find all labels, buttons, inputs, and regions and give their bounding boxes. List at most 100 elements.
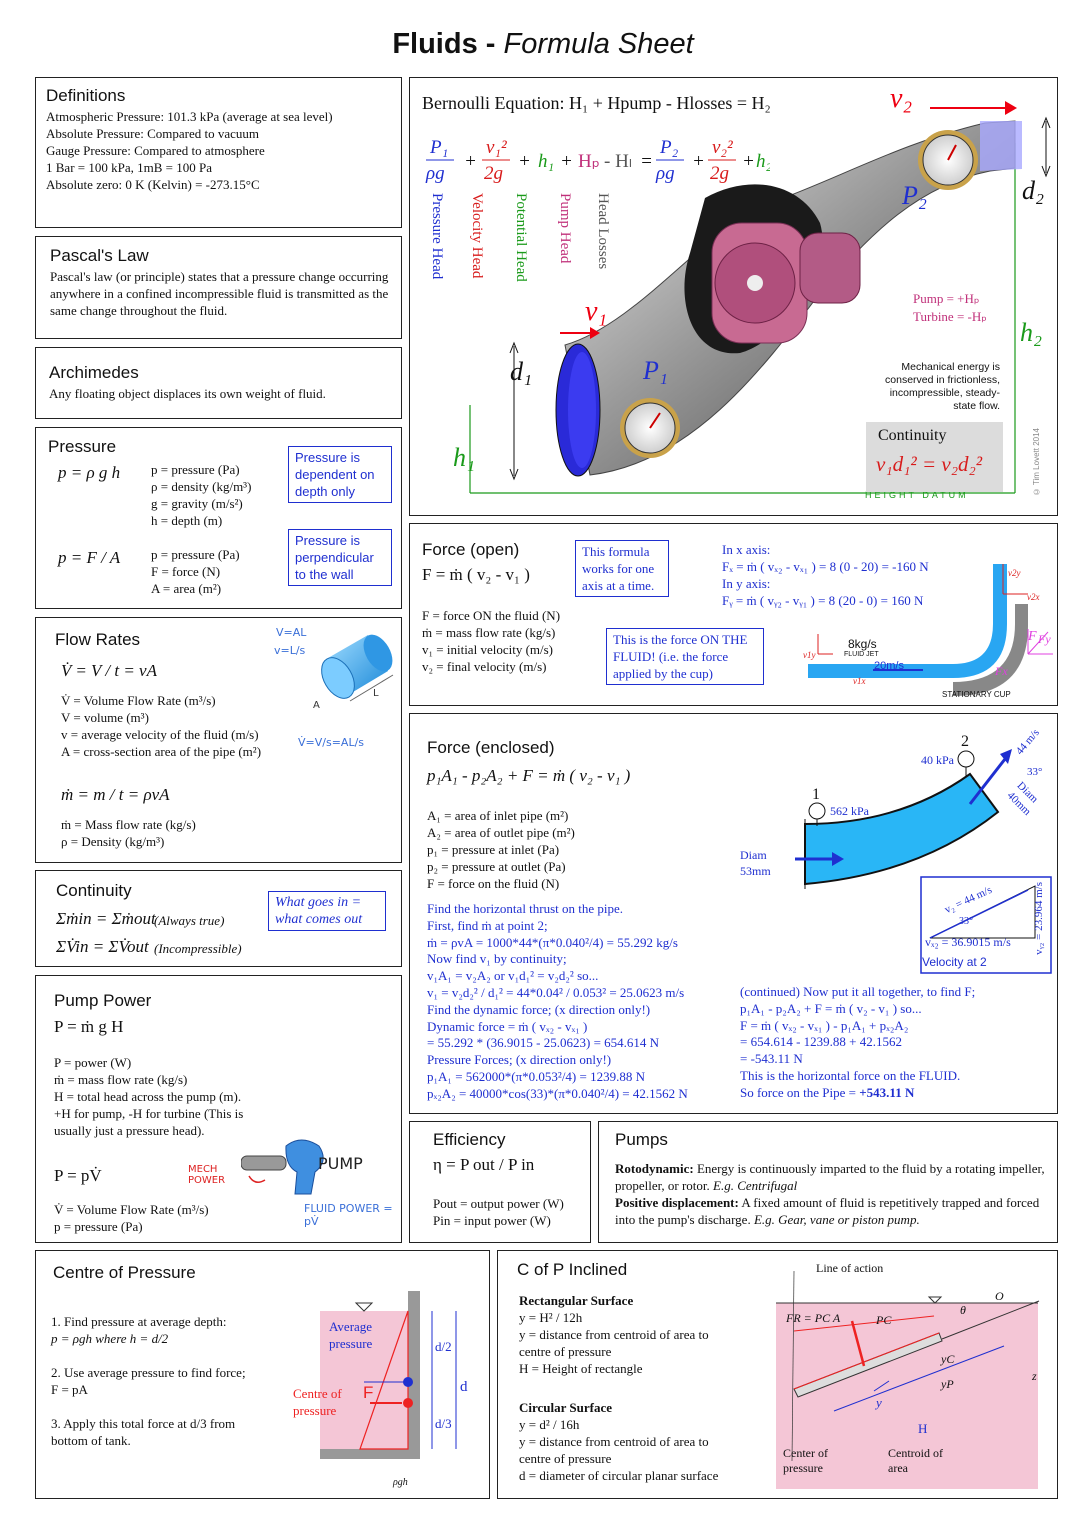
turbine-note: Turbine = -Hₚ (913, 309, 987, 324)
pump-power-eq2: P = pV̇ (54, 1166, 102, 1185)
work-line: Find the horizontal thrust on the pipe. (427, 901, 624, 916)
hand-fluid-power: FLUID POWER = pV̇ (304, 1202, 393, 1228)
continuity-panel-heading: Continuity (878, 427, 947, 444)
term-potential-head: Potential Head (512, 193, 529, 282)
pressure-note-perpendicular: Pressure is perpendicular to the wall (288, 529, 392, 586)
var-line: usually just a pressure head). (54, 1123, 205, 1138)
svg-text:P₂: P₂ (659, 137, 679, 158)
force-open-heading: Force (open) (422, 540, 520, 559)
var-line: v₁ = initial velocity (m/s) (422, 642, 554, 657)
definitions-heading: Definitions (46, 86, 126, 105)
var-line: v₂ = final velocity (m/s) (422, 659, 547, 674)
angle-label: 33° (1027, 766, 1043, 778)
term-head-losses: Head Losses (594, 193, 611, 269)
x-axis-eq: Fₓ = ṁ ( vₓ₂ - vₓ₁ ) = 8 (0 - 20) = -160… (722, 559, 929, 574)
work-line: F = ṁ ( vₓ₂ - vₓ₁ ) - p₁A₁ + pₓ₂A₂ (740, 1017, 909, 1033)
bernoulli-box: Bernoulli Equation: H₁ + Hpump - Hlosses… (409, 77, 1058, 516)
var-line: A₁ = area of inlet pipe (m²) (427, 808, 569, 823)
h-label: H (918, 1421, 928, 1436)
var-line: V = volume (m³) (61, 710, 149, 725)
var-line: P = power (W) (54, 1055, 132, 1070)
z-label: z (1032, 1369, 1037, 1383)
var-line: g = gravity (m/s²) (151, 496, 243, 511)
step-line: p = ρgh where h = d/2 (51, 1331, 169, 1346)
pressure-eq2-vars: p = pressure (Pa) F = force (N) A = area… (151, 546, 240, 597)
cup-label: STATIONARY CUP (942, 690, 1011, 699)
tri-vy: vᵧ₂ = 23.964 m/s (1033, 882, 1045, 955)
work-line: Find the dynamic force; (x direction onl… (427, 1001, 651, 1017)
work-line: So force on the Pipe = (740, 1084, 860, 1100)
centre-pressure-heading: Centre of Pressure (53, 1263, 196, 1282)
force-label: F (363, 1383, 374, 1402)
svg-text:v₂²: v₂² (712, 137, 733, 158)
hand-note-v-al: V=AL (276, 626, 307, 639)
circ-lines: y = d² / 16h y = distance from centroid … (519, 1416, 718, 1484)
work-line: p₁A₁ - p₂A₂ + F = ṁ ( v₂ - v₁ ) so... (740, 1000, 922, 1016)
var-line: p = pressure (Pa) (54, 1219, 143, 1234)
cyl-label-l: L (373, 688, 379, 699)
circ-line: d = diameter of circular planar surface (519, 1468, 719, 1483)
pump-note: Pump = +Hₚ (913, 291, 980, 306)
pump-power-eq1-vars: P = power (W) ṁ = mass flow rate (kg/s) … (54, 1054, 243, 1139)
var-line: F = force ON the fluid (N) (422, 608, 561, 623)
continuity-panel: Continuity v₁d₁² = v₂d₂² (866, 422, 1003, 492)
term-velocity-head: Velocity Head (468, 193, 485, 278)
tri-caption: Velocity at 2 (922, 955, 987, 969)
line-of-action-label: Line of action (816, 1261, 884, 1275)
work-line: (continued) Now put it all together, to … (740, 984, 976, 999)
var-line: p = pressure (Pa) (151, 547, 240, 562)
roto-title: Rotodynamic: (615, 1161, 694, 1176)
flow-eq2: ṁ = m / t = ρvA (61, 785, 170, 804)
pascal-text: Pascal's law (or principle) states that … (50, 269, 389, 318)
label-d2: d₂ (1022, 176, 1045, 205)
hand-note-vdot: V̇=V/s=AL/s (298, 736, 365, 749)
cop-point-label: Center of pressure (783, 1446, 828, 1475)
work-line: = 55.292 * (36.9015 - 25.0623) = 654.614… (427, 1035, 660, 1051)
flow-eq1: V̇ = V / t = vA (61, 661, 157, 680)
work-line: = -543.11 N (740, 1051, 803, 1067)
roto-text: Energy is continuously imparted to the f… (615, 1161, 1045, 1193)
continuity-box: Continuity Σṁin = Σṁout (Always true) ΣV… (35, 870, 402, 967)
efficiency-box: Efficiency η = P out / P in Pout = outpu… (409, 1121, 591, 1243)
circ-line: centre of pressure (519, 1451, 612, 1466)
worked-example-left: Find the horizontal thrust on the pipe. … (427, 901, 688, 1103)
centroid-label: Centroid of area (888, 1446, 943, 1475)
pd-title: Positive displacement: (615, 1195, 739, 1210)
svg-text:+: + (560, 151, 573, 172)
label-v1: v₁ (585, 296, 608, 327)
var-line: p₁ = pressure at inlet (Pa) (427, 842, 560, 857)
avg-pressure-label: Average pressure (329, 1319, 373, 1351)
hand-mech-power: MECH POWER (188, 1164, 226, 1186)
svg-text:- Hₗ: - Hₗ (604, 151, 632, 172)
definitions-list: Atmospheric Pressure: 101.3 kPa (average… (46, 108, 333, 193)
pump-power-heading: Pump Power (54, 991, 152, 1010)
step-line: F = pA (51, 1382, 88, 1397)
definition-line: Absolute Pressure: Compared to vacuum (46, 126, 260, 141)
force-enclosed-vars: A₁ = area of inlet pipe (m²) A₂ = area o… (427, 807, 575, 892)
flow-rates-heading: Flow Rates (55, 630, 141, 649)
definition-line: Absolute zero: 0 K (Kelvin) = -273.15°C (46, 177, 260, 192)
efficiency-heading: Efficiency (433, 1130, 506, 1149)
velocity-triangle (920, 876, 1052, 974)
term-label: Head Losses (595, 193, 611, 270)
centre-pressure-box: Centre of Pressure 1. Find pressure at a… (35, 1250, 490, 1499)
definition-line: 1 Bar = 100 kPa, 1mB = 100 Pa (46, 160, 212, 175)
term-label: Pump Head (557, 193, 573, 264)
term-label: Pressure Head (429, 193, 445, 280)
var-line: Pout = output power (W) (433, 1196, 564, 1211)
force-open-note-axis: This formula works for one axis at a tim… (575, 540, 669, 597)
title-bold: Fluids - (392, 28, 504, 60)
label-p1: P₁ (643, 356, 668, 385)
y-label: y (876, 1395, 882, 1410)
var-line: F = force on the fluid (N) (427, 876, 560, 891)
archimedes-heading: Archimedes (49, 363, 139, 382)
circ-title: Circular Surface (519, 1400, 613, 1415)
pump-power-eq1: P = ṁ g H (54, 1017, 124, 1036)
efficiency-vars: Pout = output power (W) Pin = input powe… (433, 1195, 564, 1229)
work-line: Pressure Forces; (x direction only!) (427, 1052, 612, 1068)
roto-eg: E.g. Centrifugal (713, 1178, 798, 1193)
term-label: Potential Head (513, 193, 529, 282)
rect-line: y = distance from centroid of area to (519, 1327, 709, 1342)
bend-pipe-diagram (795, 749, 1012, 889)
